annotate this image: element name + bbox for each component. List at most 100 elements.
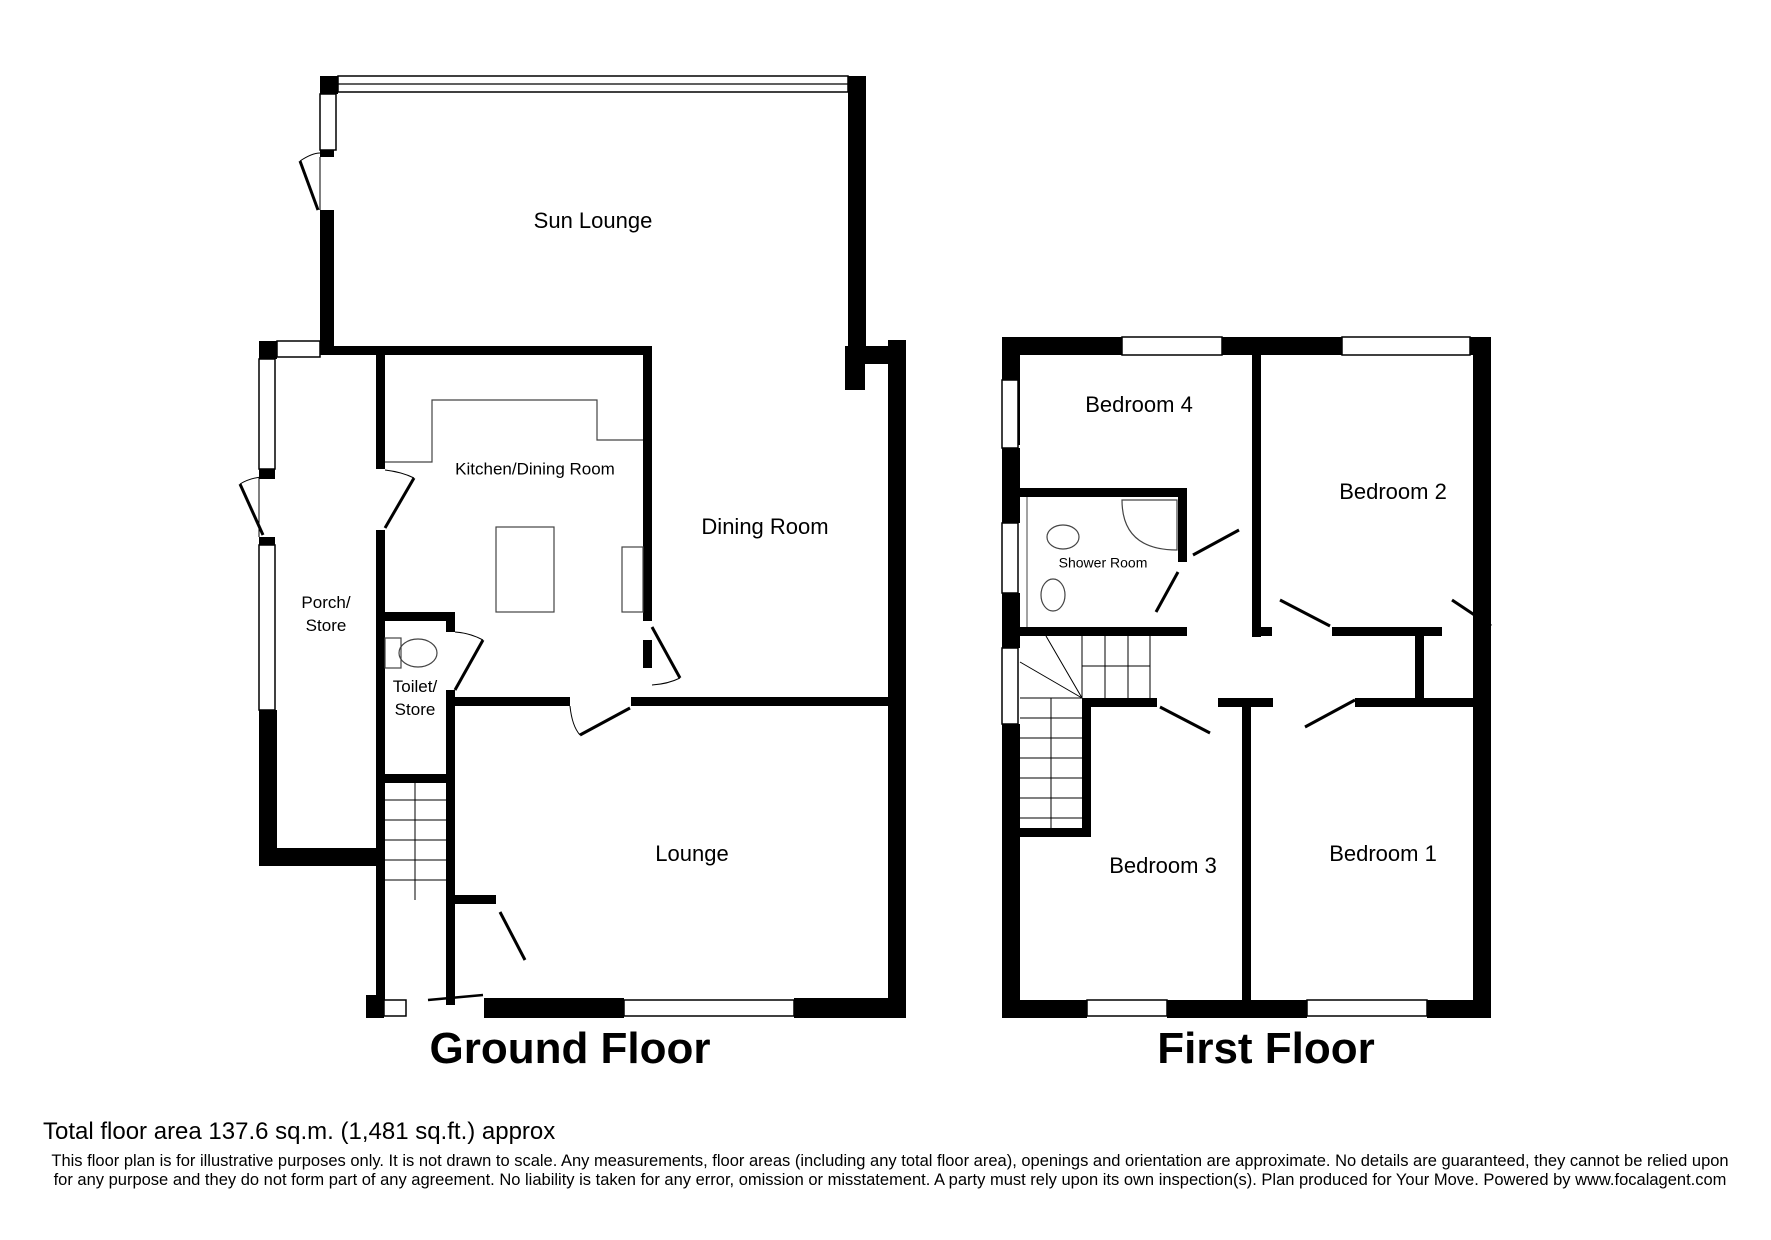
window: [1121, 336, 1223, 356]
room-label-bedroom-3: Bedroom 3: [1109, 853, 1217, 878]
wall: [376, 355, 385, 469]
wall: [259, 469, 275, 479]
wall: [1002, 724, 1020, 1018]
wall: [1020, 828, 1091, 837]
room-label-porch-store: Porch/ Store: [301, 591, 350, 637]
wall: [446, 895, 496, 904]
wall: [1002, 593, 1020, 648]
window: [1001, 647, 1019, 725]
window: [1306, 999, 1428, 1017]
wall: [376, 530, 385, 1000]
door: [498, 911, 527, 961]
wall: [320, 210, 334, 350]
wall: [643, 346, 652, 621]
wall: [1355, 698, 1473, 707]
wall: [320, 150, 334, 157]
ground-floor-title: Ground Floor: [429, 1024, 711, 1073]
wall: [484, 998, 624, 1018]
wall: [259, 710, 277, 866]
wall: [1002, 1000, 1087, 1018]
kitchen-worktop: [385, 399, 643, 463]
disclaimer-text: This floor plan is for illustrative purp…: [51, 1152, 1729, 1189]
porch-line-2: Store: [305, 616, 347, 635]
door: [1192, 528, 1240, 557]
window: [623, 999, 795, 1017]
window: [319, 93, 337, 151]
wall: [1332, 627, 1442, 636]
room-label-kitchen-dining: Kitchen/Dining Room: [455, 459, 615, 479]
door: [383, 477, 416, 529]
first-floor-plan: [1001, 336, 1492, 1018]
wall: [1002, 337, 1122, 355]
wall: [1002, 448, 1020, 523]
door: [650, 626, 682, 679]
wall: [259, 848, 385, 866]
toilet-fixture: [1046, 524, 1080, 550]
wall: [1252, 355, 1261, 637]
wall: [385, 612, 455, 621]
door: [1159, 705, 1211, 735]
wall: [1222, 337, 1342, 355]
door: [298, 160, 320, 211]
wall: [259, 341, 277, 359]
wall: [1427, 1000, 1491, 1018]
window: [1001, 379, 1019, 449]
wall: [259, 537, 275, 545]
wall: [366, 995, 384, 1018]
wall: [320, 346, 650, 355]
window: [258, 358, 276, 470]
wall: [1415, 636, 1424, 704]
wall: [1473, 337, 1491, 1018]
door: [1451, 598, 1492, 628]
wall: [385, 774, 447, 783]
wall: [455, 697, 570, 706]
wall: [631, 697, 888, 706]
door: [238, 483, 265, 536]
wall: [1178, 488, 1187, 562]
chimney-breast: [845, 346, 865, 390]
kitchen-appliance: [621, 546, 644, 613]
staircase: [1019, 635, 1151, 828]
wall: [643, 640, 652, 668]
wall: [446, 690, 455, 1005]
wall: [1020, 627, 1187, 636]
room-label-bedroom-4: Bedroom 4: [1085, 392, 1193, 417]
window: [1086, 999, 1168, 1017]
door: [579, 706, 631, 737]
door: [1279, 598, 1331, 628]
porch-line-1: Porch/: [301, 593, 351, 612]
wall: [794, 998, 906, 1018]
wall: [888, 340, 906, 1018]
shower-tray: [1121, 499, 1178, 551]
room-label-shower-room: Shower Room: [1058, 554, 1148, 571]
toilet-line-1: Toilet/: [392, 677, 438, 696]
room-label-toilet-store: Toilet/ Store: [393, 675, 437, 721]
wall: [1167, 1000, 1307, 1018]
window: [258, 544, 276, 711]
wall: [1020, 488, 1187, 497]
door: [453, 639, 485, 691]
window: [1341, 336, 1471, 356]
front-door: [427, 993, 484, 1002]
door: [1154, 571, 1180, 613]
first-floor-title: First Floor: [1157, 1024, 1375, 1073]
wall: [1252, 627, 1272, 636]
room-label-lounge: Lounge: [655, 841, 729, 866]
wall: [446, 612, 455, 632]
window: [383, 999, 407, 1017]
staircase: [385, 783, 446, 900]
kitchen-island: [495, 526, 555, 613]
window: [1001, 522, 1019, 594]
room-label-bedroom-1: Bedroom 1: [1329, 841, 1437, 866]
room-label-dining-room: Dining Room: [701, 514, 829, 539]
basin-fixture: [1040, 578, 1066, 612]
window: [276, 340, 321, 358]
room-label-bedroom-2: Bedroom 2: [1339, 479, 1447, 504]
wall: [1082, 698, 1157, 707]
wall: [1242, 698, 1251, 1018]
ground-floor-plan: [238, 75, 906, 1018]
wall: [848, 76, 866, 346]
total-floor-area: Total floor area 137.6 sq.m. (1,481 sq.f…: [43, 1118, 556, 1145]
toilet-line-2: Store: [394, 700, 436, 719]
